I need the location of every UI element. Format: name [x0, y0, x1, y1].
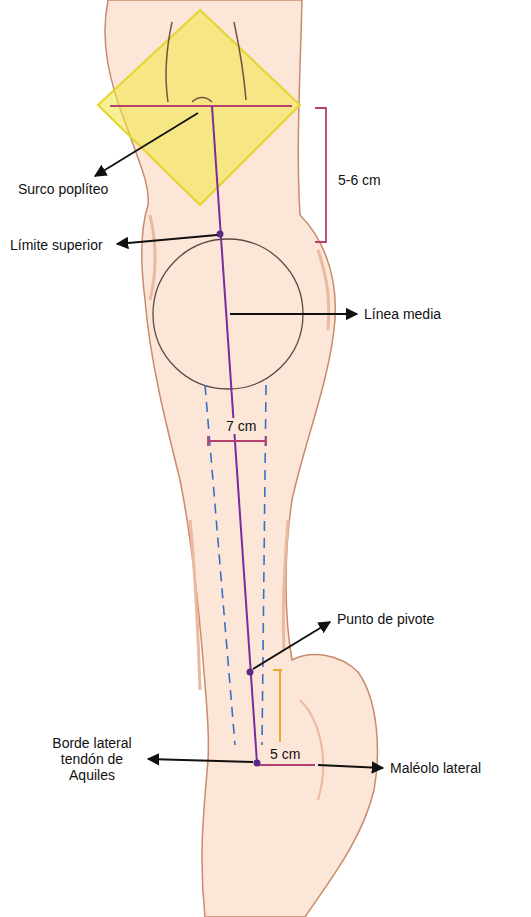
dashed-guide [205, 385, 235, 745]
dimension-label: 5 cm [268, 746, 302, 762]
dimension-label: 7 cm [224, 418, 258, 434]
dimension-tick [207, 436, 209, 446]
leader-line [253, 622, 330, 669]
landmark-dot [247, 669, 254, 676]
shading-line [150, 215, 155, 300]
landmark-dot [217, 231, 224, 238]
knee-crease [234, 22, 246, 100]
dimension-bracket [315, 108, 326, 242]
dimension-tick [265, 436, 267, 446]
anatomy-label: Línea media [364, 306, 441, 322]
knee-diamond [98, 10, 300, 205]
dimension-label: 5-6 cm [338, 172, 381, 188]
leader-line [318, 765, 383, 768]
knee-crease [192, 98, 212, 103]
orange-tick [273, 669, 282, 671]
landmark-dot [254, 760, 261, 767]
dashed-guide [262, 385, 266, 745]
anatomy-label: Maléolo lateral [390, 760, 481, 776]
anatomy-label: Límite superior [10, 237, 103, 253]
shading-line [318, 250, 329, 330]
knee-crease [166, 22, 172, 102]
anatomy-label: Punto de pivote [337, 611, 434, 627]
leader-line [95, 113, 198, 176]
popliteal-line [110, 105, 292, 107]
leader-line [117, 235, 217, 244]
midline [212, 106, 257, 763]
dimension-line [208, 440, 266, 442]
anatomy-label: Borde lateral tendón de Aquiles [42, 735, 142, 783]
leader-line [148, 759, 253, 762]
shading-line [283, 520, 288, 650]
shading-line [190, 520, 200, 690]
dimension-line [257, 764, 315, 766]
leader-line [230, 313, 357, 315]
orange-dimension [279, 670, 281, 742]
anatomy-label: Surco poplíteo [18, 181, 108, 197]
shading-line [300, 700, 323, 800]
